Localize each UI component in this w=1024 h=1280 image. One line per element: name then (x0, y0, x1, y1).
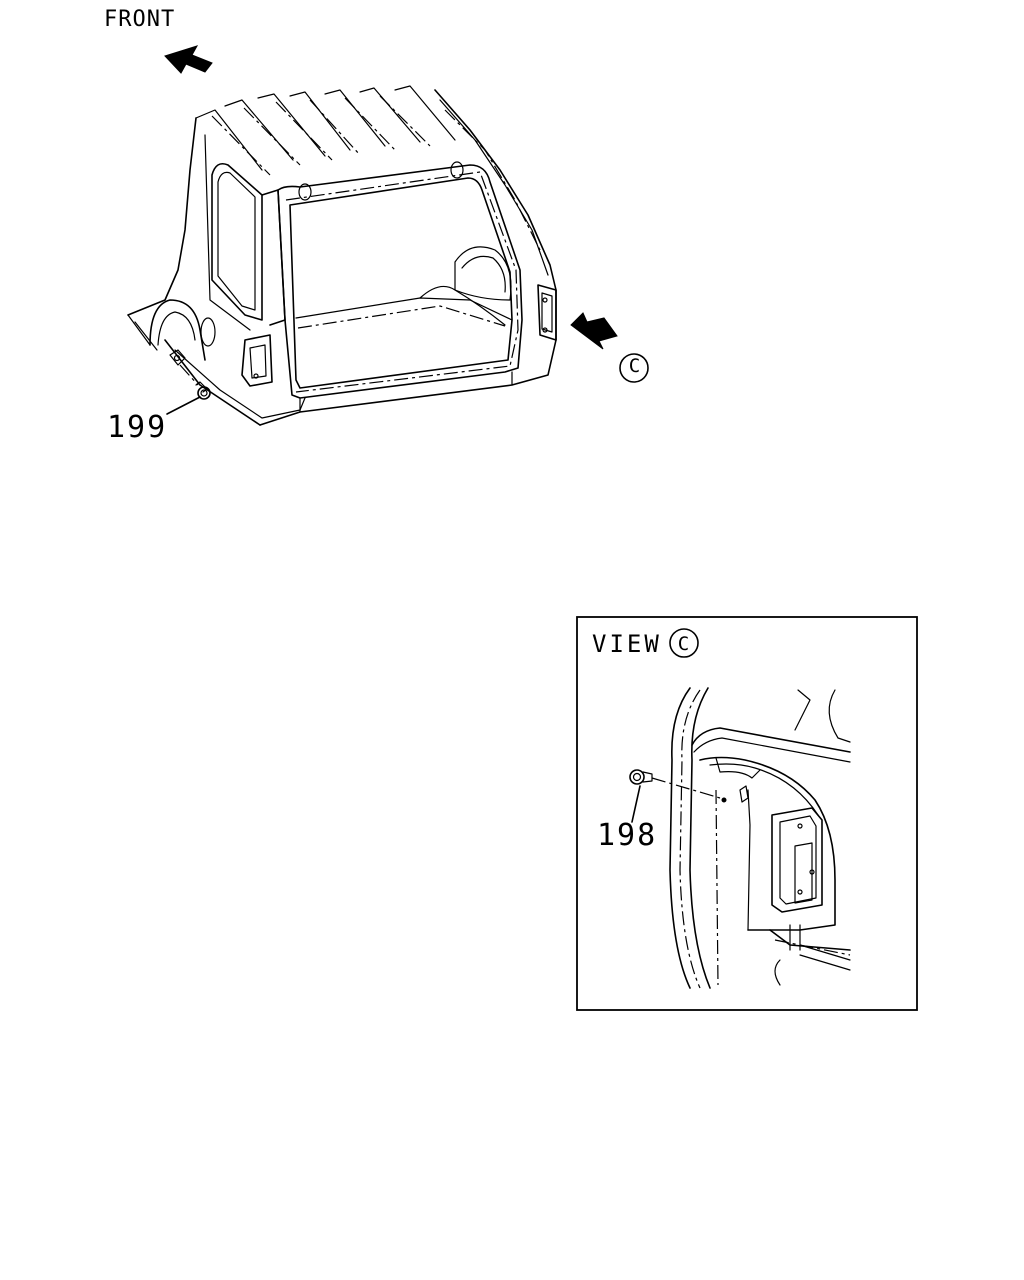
view-c-arrow-icon (570, 312, 618, 350)
view-c-frame (576, 616, 918, 1011)
callout-c-label: C (628, 355, 642, 377)
view-title-circle (669, 628, 699, 658)
leader-198 (631, 785, 641, 823)
view-title: VIEW (592, 630, 662, 658)
part-number-199: 199 (107, 410, 168, 445)
bolt-198-icon (629, 769, 721, 799)
rear-body-illustration (127, 85, 557, 426)
leader-199 (166, 396, 201, 415)
view-title-letter: C (677, 633, 691, 655)
view-c-illustration (669, 687, 851, 989)
front-arrow-icon (164, 45, 213, 74)
front-label: FRONT (104, 7, 176, 32)
bolt-199-icon (195, 381, 211, 400)
callout-c-circle (619, 353, 649, 383)
part-number-198: 198 (597, 818, 658, 853)
